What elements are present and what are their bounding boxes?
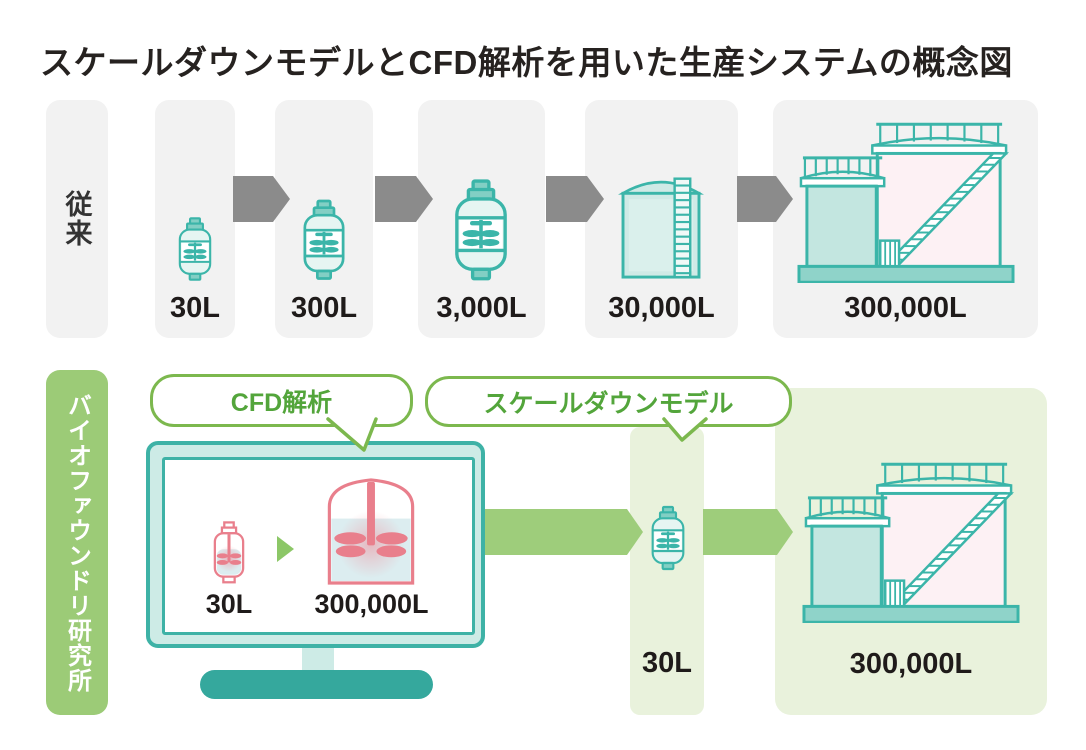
stage-label: 30L [170, 292, 220, 324]
stage-label: 300,000L [844, 292, 967, 324]
tank-plant-with-stairs-icon [802, 462, 1020, 623]
storage-tank-with-ladder-icon [618, 177, 704, 279]
fermenter-vessel-icon [651, 505, 685, 571]
monitor-stand [302, 648, 334, 672]
bubble-tail-icon [662, 417, 708, 442]
cfd-bubble: CFD解析 [150, 374, 413, 427]
fermenter-vessel-icon [178, 217, 212, 281]
right-arrow-icon [703, 509, 793, 555]
scaledown-bubble: スケールダウンモデル [425, 376, 792, 427]
fermenter-vessel-icon [303, 199, 345, 280]
fermenter-vessel-icon [455, 179, 507, 281]
bubble-tail-icon [326, 417, 378, 452]
right-arrow-icon [485, 509, 643, 555]
stage-label: 30,000L [608, 292, 715, 324]
stage-label: 300L [290, 292, 358, 324]
sim-large-label: 300,000L [314, 589, 429, 619]
right-arrow-icon [233, 176, 290, 222]
play-triangle-icon [277, 536, 294, 562]
biofoundry-row-label: バイオファウンドリ研究所 [46, 370, 108, 715]
right-arrow-icon [737, 176, 793, 222]
conventional-row-label: 従来 [46, 100, 108, 338]
monitor-base [200, 670, 433, 699]
scaledown-vessel-label: 30L [642, 647, 692, 679]
right-arrow-icon [375, 176, 433, 222]
production-label: 300,000L [849, 648, 973, 680]
page-title: スケールダウンモデルとCFD解析を用いた生産システムの概念図 [40, 44, 1013, 81]
scaledown-column-panel [630, 427, 704, 715]
stage-label: 3,000L [436, 292, 527, 324]
sim-small-label: 30L [205, 589, 253, 619]
sim-small-vessel-icon [213, 521, 245, 584]
sim-large-vessel-icon [327, 478, 415, 585]
right-arrow-icon [546, 176, 604, 222]
tank-plant-with-stairs-icon [797, 122, 1015, 283]
